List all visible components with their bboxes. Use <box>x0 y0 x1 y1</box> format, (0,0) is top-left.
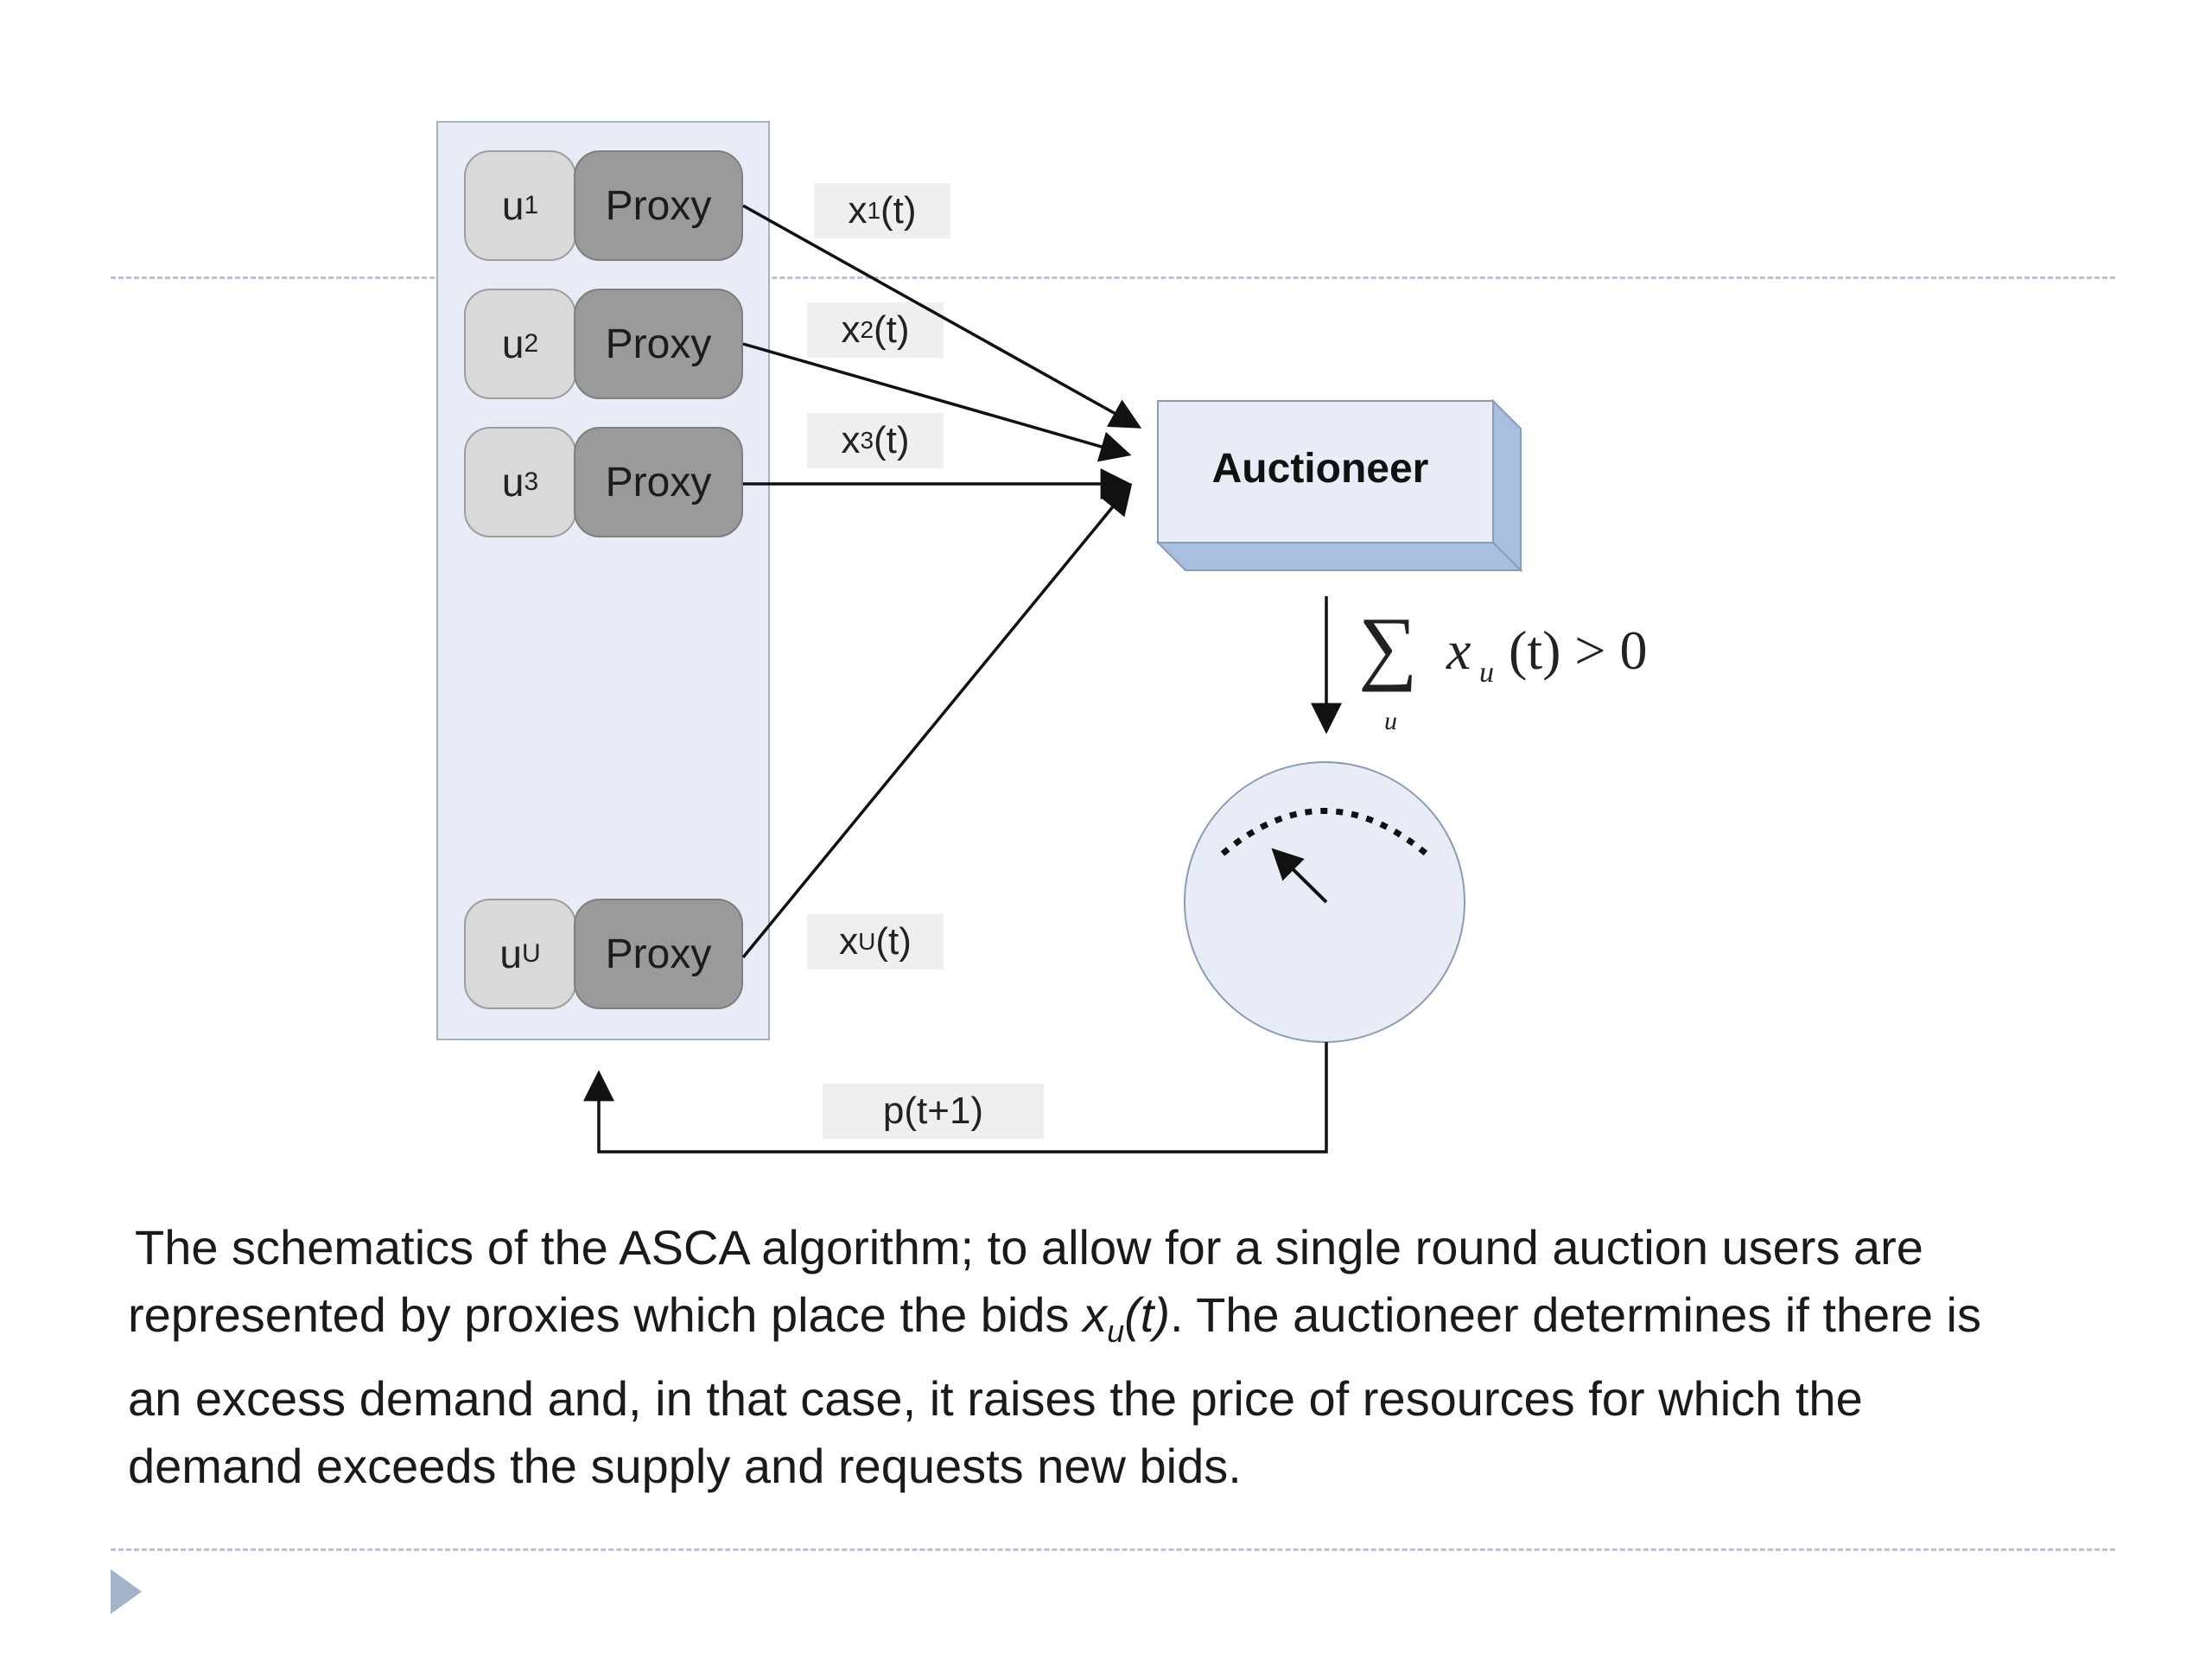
bid-U-var: x <box>839 920 859 963</box>
proxy-1-box: Proxy <box>574 150 743 261</box>
caption-line-3: an excess demand and, in that case, it r… <box>128 1371 1863 1427</box>
sum-symbol: ∑ <box>1358 600 1418 692</box>
bid-3-sub: 3 <box>860 427 874 454</box>
slide-bullet-icon <box>111 1569 142 1614</box>
bid-2-sub: 2 <box>860 316 874 343</box>
proxy-3-box: Proxy <box>574 427 743 537</box>
formula-var-sub: u <box>1479 657 1494 689</box>
bid-arrow-U <box>741 483 1133 959</box>
formula-rest: (t) > 0 <box>1509 620 1648 681</box>
bid-arrow-1 <box>742 204 1142 429</box>
proxy-U-box: Proxy <box>574 899 743 1009</box>
bottom-divider <box>111 1548 2115 1551</box>
caption-line-4: demand exceeds the supply and requests n… <box>128 1439 1242 1494</box>
bid-U-arg: (t) <box>875 920 912 963</box>
auctioneer-label: Auctioneer <box>1211 445 1429 492</box>
formula-var: x <box>1446 620 1471 681</box>
bid-arrow-2 <box>742 342 1132 462</box>
caption-line-2b: . The auctioneer determines if there is <box>1169 1287 1981 1342</box>
caption-var-sub: u <box>1107 1313 1125 1350</box>
bid-1-var: x <box>848 189 868 232</box>
users-panel <box>436 121 770 1040</box>
user-3-label: u <box>501 460 524 505</box>
bid-1-sub: 1 <box>867 197 881 224</box>
caption-line-2: represented by proxies which place the b… <box>128 1281 2115 1365</box>
auctioneer-side-face <box>1492 398 1522 573</box>
user-2-label: u <box>501 321 524 366</box>
caption-line-2a: represented by proxies which place the b… <box>128 1287 1084 1342</box>
dial-scale <box>1220 808 1431 858</box>
user-1-sub: 1 <box>524 191 539 219</box>
bid-1-arg: (t) <box>880 189 917 232</box>
auctioneer-bottom-face <box>1155 542 1523 571</box>
bid-3-var: x <box>841 419 861 461</box>
dial-needle <box>1271 848 1328 904</box>
auctioneer-front-face <box>1157 400 1494 543</box>
price-label: p(t+1) <box>823 1084 1044 1139</box>
bid-2-var: x <box>841 308 861 351</box>
user-U-sub: U <box>521 939 541 968</box>
bid-U-sub: U <box>858 928 876 955</box>
user-2-sub: 2 <box>524 329 539 358</box>
caption-line-1: The schematics of the ASCA algorithm; to… <box>135 1220 1923 1274</box>
caption-var: x <box>1083 1287 1108 1342</box>
caption: The schematics of the ASCA algorithm; to… <box>128 1214 2115 1500</box>
bid-3-arg: (t) <box>874 419 910 461</box>
sum-index: u <box>1384 707 1397 735</box>
bid-2-arg: (t) <box>874 308 910 351</box>
caption-var-arg: (t) <box>1124 1287 1170 1342</box>
top-divider <box>111 276 2115 279</box>
price-feedback-arrow <box>583 1042 1328 1154</box>
user-3-sub: 3 <box>524 467 539 496</box>
user-1-label: u <box>501 183 524 228</box>
proxy-2-box: Proxy <box>574 289 743 399</box>
user-U-label: u <box>499 931 522 976</box>
